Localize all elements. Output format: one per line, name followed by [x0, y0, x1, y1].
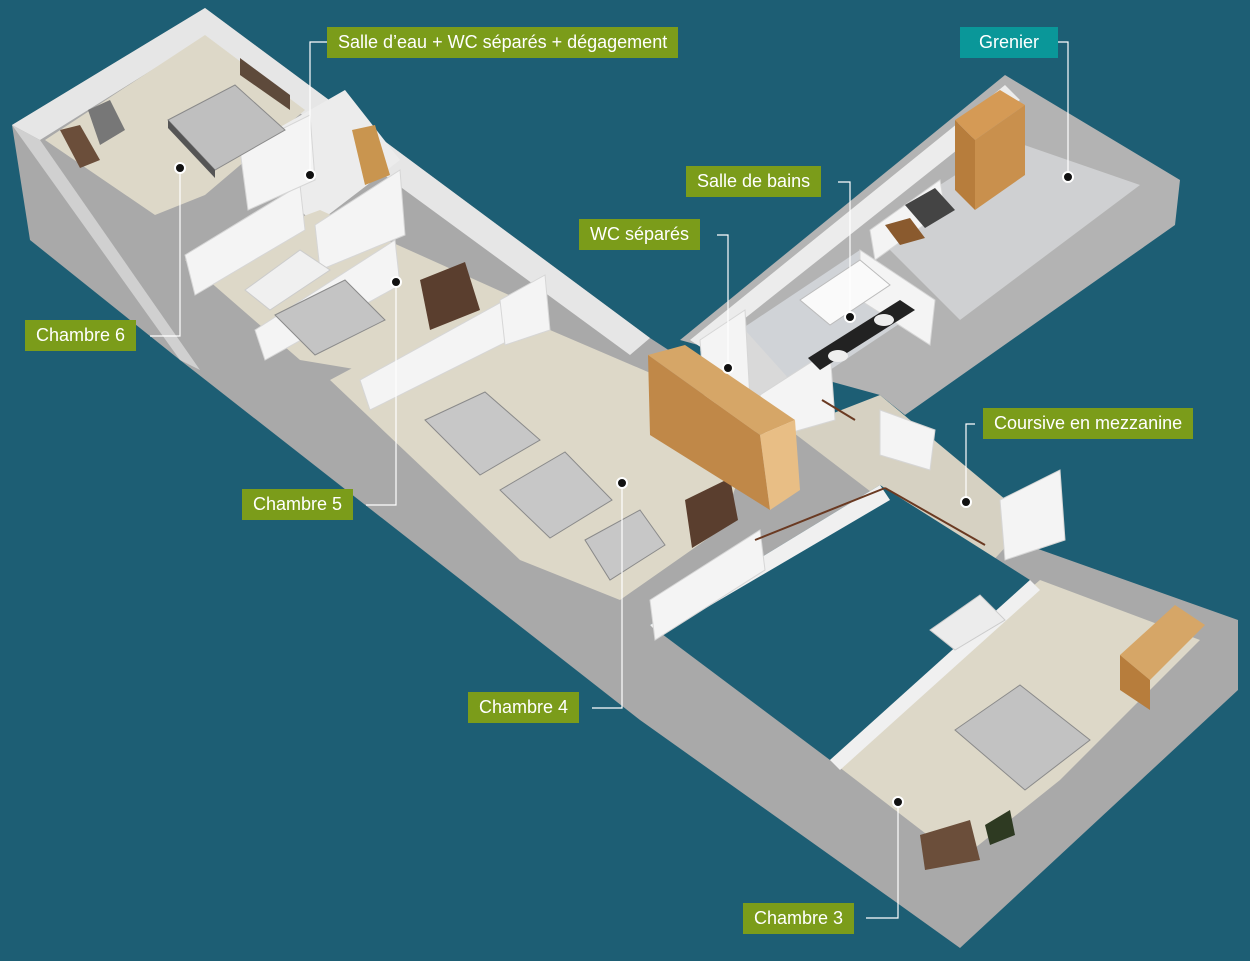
- furniture: [60, 58, 1205, 870]
- marker-chambre6: [174, 162, 186, 174]
- staircase-icon: [244, 249, 1006, 651]
- wardrobe-icon: [352, 125, 390, 185]
- label-coursive: Coursive en mezzanine: [983, 408, 1194, 439]
- marker-salle-eau: [304, 169, 316, 181]
- bed-icon: [499, 451, 613, 539]
- marker-chambre5: [390, 276, 402, 288]
- bed-icon: [424, 391, 541, 476]
- marker-coursive: [960, 496, 972, 508]
- label-chambre4: Chambre 4: [468, 692, 580, 723]
- marker-grenier: [1062, 171, 1074, 183]
- railing-icon: [754, 399, 986, 546]
- wardrobe-icon: [955, 90, 1025, 210]
- label-chambre3: Chambre 3: [743, 903, 855, 934]
- leader-lines: [150, 41, 1069, 919]
- marker-chambre4: [616, 477, 628, 489]
- marker-salle-bains: [844, 311, 856, 323]
- bed-icon: [167, 84, 286, 178]
- label-salle-eau: Salle d’eau + WC séparés + dégagement: [327, 27, 679, 58]
- label-grenier: Grenier: [960, 27, 1058, 58]
- marker-chambre3: [892, 796, 904, 808]
- bed-icon: [274, 279, 386, 356]
- marker-wc: [722, 362, 734, 374]
- label-chambre5: Chambre 5: [242, 489, 354, 520]
- wardrobe-icon: [648, 345, 800, 510]
- bathtub-icon: [799, 259, 891, 326]
- bed-icon: [954, 684, 1091, 791]
- label-wc: WC séparés: [579, 219, 701, 250]
- label-chambre6: Chambre 6: [25, 320, 137, 351]
- label-salle-bains: Salle de bains: [686, 166, 822, 197]
- room-markers: [174, 162, 1074, 808]
